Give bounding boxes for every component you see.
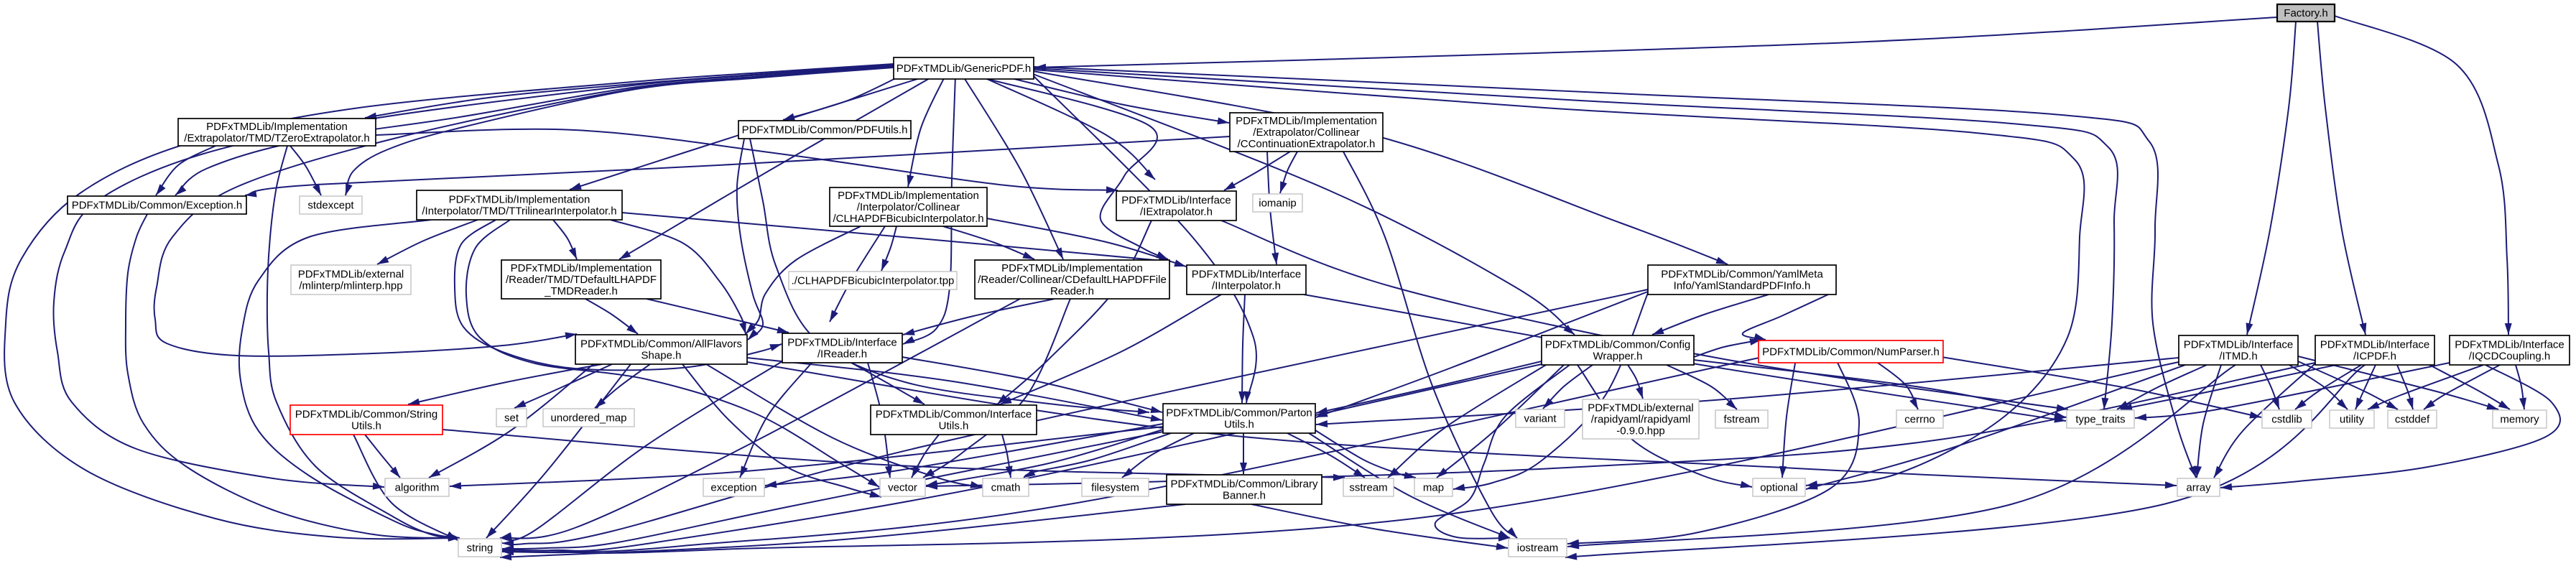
svg-text:optional: optional [1760,482,1798,494]
svg-text:/IQCDCoupling.h: /IQCDCoupling.h [2469,351,2550,363]
svg-text:Info/YamlStandardPDFInfo.h: Info/YamlStandardPDFInfo.h [1674,280,1811,292]
svg-text:PDFxTMDLib/Implementation: PDFxTMDLib/Implementation [206,121,348,133]
svg-text:PDFxTMDLib/Interface: PDFxTMDLib/Interface [2455,339,2565,351]
svg-text:PDFxTMDLib/Interface: PDFxTMDLib/Interface [1121,195,1231,207]
svg-text:PDFxTMDLib/Common/Exception.h: PDFxTMDLib/Common/Exception.h [72,200,243,212]
svg-text:PDFxTMDLib/Implementation: PDFxTMDLib/Implementation [1001,262,1143,274]
svg-text:Utils.h: Utils.h [939,420,969,432]
svg-text:./CLHAPDFBicubicInterpolator.t: ./CLHAPDFBicubicInterpolator.tpp [792,275,955,287]
svg-text:Shape.h: Shape.h [641,350,682,362]
svg-text:PDFxTMDLib/Implementation: PDFxTMDLib/Implementation [511,262,652,274]
svg-text:Wrapper.h: Wrapper.h [1593,351,1643,363]
svg-text:stdexcept: stdexcept [307,200,354,212]
svg-text:algorithm: algorithm [395,482,440,494]
svg-text:/IReader.h: /IReader.h [817,348,867,361]
svg-text:PDFxTMDLib/Implementation: PDFxTMDLib/Implementation [449,194,590,206]
svg-text:iomanip: iomanip [1259,198,1297,210]
svg-text:variant: variant [1524,413,1557,425]
svg-text:PDFxTMDLib/Interface: PDFxTMDLib/Interface [787,337,897,349]
svg-text:PDFxTMDLib/GenericPDF.h: PDFxTMDLib/GenericPDF.h [896,62,1032,75]
svg-text:/Reader/Collinear/CDefaultLHAP: /Reader/Collinear/CDefaultLHAPDFFile [978,274,1167,286]
svg-text:_TMDReader.h: _TMDReader.h [544,285,618,297]
svg-text:/IExtrapolator.h: /IExtrapolator.h [1140,206,1213,218]
svg-text:sstream: sstream [1349,482,1387,494]
svg-text:unordered_map: unordered_map [551,412,627,425]
svg-text:/mlinterp/mlinterp.hpp: /mlinterp/mlinterp.hpp [299,280,402,292]
svg-text:-0.9.0.hpp: -0.9.0.hpp [1616,425,1665,437]
svg-text:Utils.h: Utils.h [1224,419,1254,431]
svg-text:PDFxTMDLib/Interface: PDFxTMDLib/Interface [2320,339,2430,351]
svg-text:vector: vector [888,482,917,494]
svg-text:Reader.h: Reader.h [1050,285,1094,297]
svg-text:/CLHAPDFBicubicInterpolator.h: /CLHAPDFBicubicInterpolator.h [833,213,983,225]
svg-text:/ITMD.h: /ITMD.h [2219,351,2257,363]
svg-text:/Reader/TMD/TDefaultLHAPDF: /Reader/TMD/TDefaultLHAPDF [506,274,657,286]
svg-text:/Extrapolator/Collinear: /Extrapolator/Collinear [1253,126,1359,139]
svg-text:map: map [1423,482,1444,494]
svg-text:PDFxTMDLib/Common/PDFUtils.h: PDFxTMDLib/Common/PDFUtils.h [742,124,908,136]
svg-text:/Interpolator/TMD/TTrilinearIn: /Interpolator/TMD/TTrilinearInterpolator… [422,205,616,218]
svg-text:cerrno: cerrno [1904,414,1935,426]
svg-text:Banner.h: Banner.h [1223,490,1266,502]
svg-text:PDFxTMDLib/Implementation: PDFxTMDLib/Implementation [1236,115,1377,127]
svg-text:exception: exception [710,482,756,494]
svg-text:filesystem: filesystem [1091,482,1139,494]
svg-text:PDFxTMDLib/external: PDFxTMDLib/external [1588,402,1694,414]
svg-text:PDFxTMDLib/Common/Interface: PDFxTMDLib/Common/Interface [876,409,1032,421]
svg-text:/rapidyaml/rapidyaml: /rapidyaml/rapidyaml [1591,414,1690,426]
svg-text:iostream: iostream [1517,542,1559,555]
svg-text:PDFxTMDLib/Common/String: PDFxTMDLib/Common/String [295,409,437,421]
svg-text:string: string [467,542,494,555]
svg-text:/Interpolator/Collinear: /Interpolator/Collinear [857,201,960,213]
svg-text:cmath: cmath [991,482,1021,494]
svg-text:PDFxTMDLib/Interface: PDFxTMDLib/Interface [2184,339,2294,351]
svg-text:Utils.h: Utils.h [351,420,381,432]
svg-text:utility: utility [2340,414,2365,426]
svg-text:cstdlib: cstdlib [2271,414,2302,426]
svg-text:/CContinuationExtrapolator.h: /CContinuationExtrapolator.h [1238,138,1376,150]
svg-text:PDFxTMDLib/Common/Parton: PDFxTMDLib/Common/Parton [1166,407,1312,419]
svg-text:fstream: fstream [1723,414,1759,426]
svg-text:PDFxTMDLib/Common/NumParser.h: PDFxTMDLib/Common/NumParser.h [1762,346,1940,358]
svg-text:/IInterpolator.h: /IInterpolator.h [1212,280,1281,292]
svg-text:PDFxTMDLib/Interface: PDFxTMDLib/Interface [1192,269,1302,281]
svg-text:PDFxTMDLib/Common/Config: PDFxTMDLib/Common/Config [1545,339,1691,351]
svg-text:PDFxTMDLib/Common/Library: PDFxTMDLib/Common/Library [1170,478,1318,491]
svg-text:type_traits: type_traits [2075,414,2125,426]
svg-text:/ICPDF.h: /ICPDF.h [2353,351,2396,363]
svg-text:Factory.h: Factory.h [2284,7,2327,19]
svg-text:set: set [504,412,519,425]
svg-text:memory: memory [2500,414,2539,426]
svg-text:/Extrapolator/TMD/TZeroExtrapo: /Extrapolator/TMD/TZeroExtrapolator.h [184,132,369,144]
svg-text:cstddef: cstddef [2395,414,2430,426]
svg-text:array: array [2186,482,2211,494]
svg-text:PDFxTMDLib/Common/AllFlavors: PDFxTMDLib/Common/AllFlavors [580,338,742,351]
svg-text:PDFxTMDLib/Common/YamlMeta: PDFxTMDLib/Common/YamlMeta [1661,269,1823,281]
svg-text:PDFxTMDLib/Implementation: PDFxTMDLib/Implementation [838,190,979,202]
svg-text:PDFxTMDLib/external: PDFxTMDLib/external [298,269,404,281]
